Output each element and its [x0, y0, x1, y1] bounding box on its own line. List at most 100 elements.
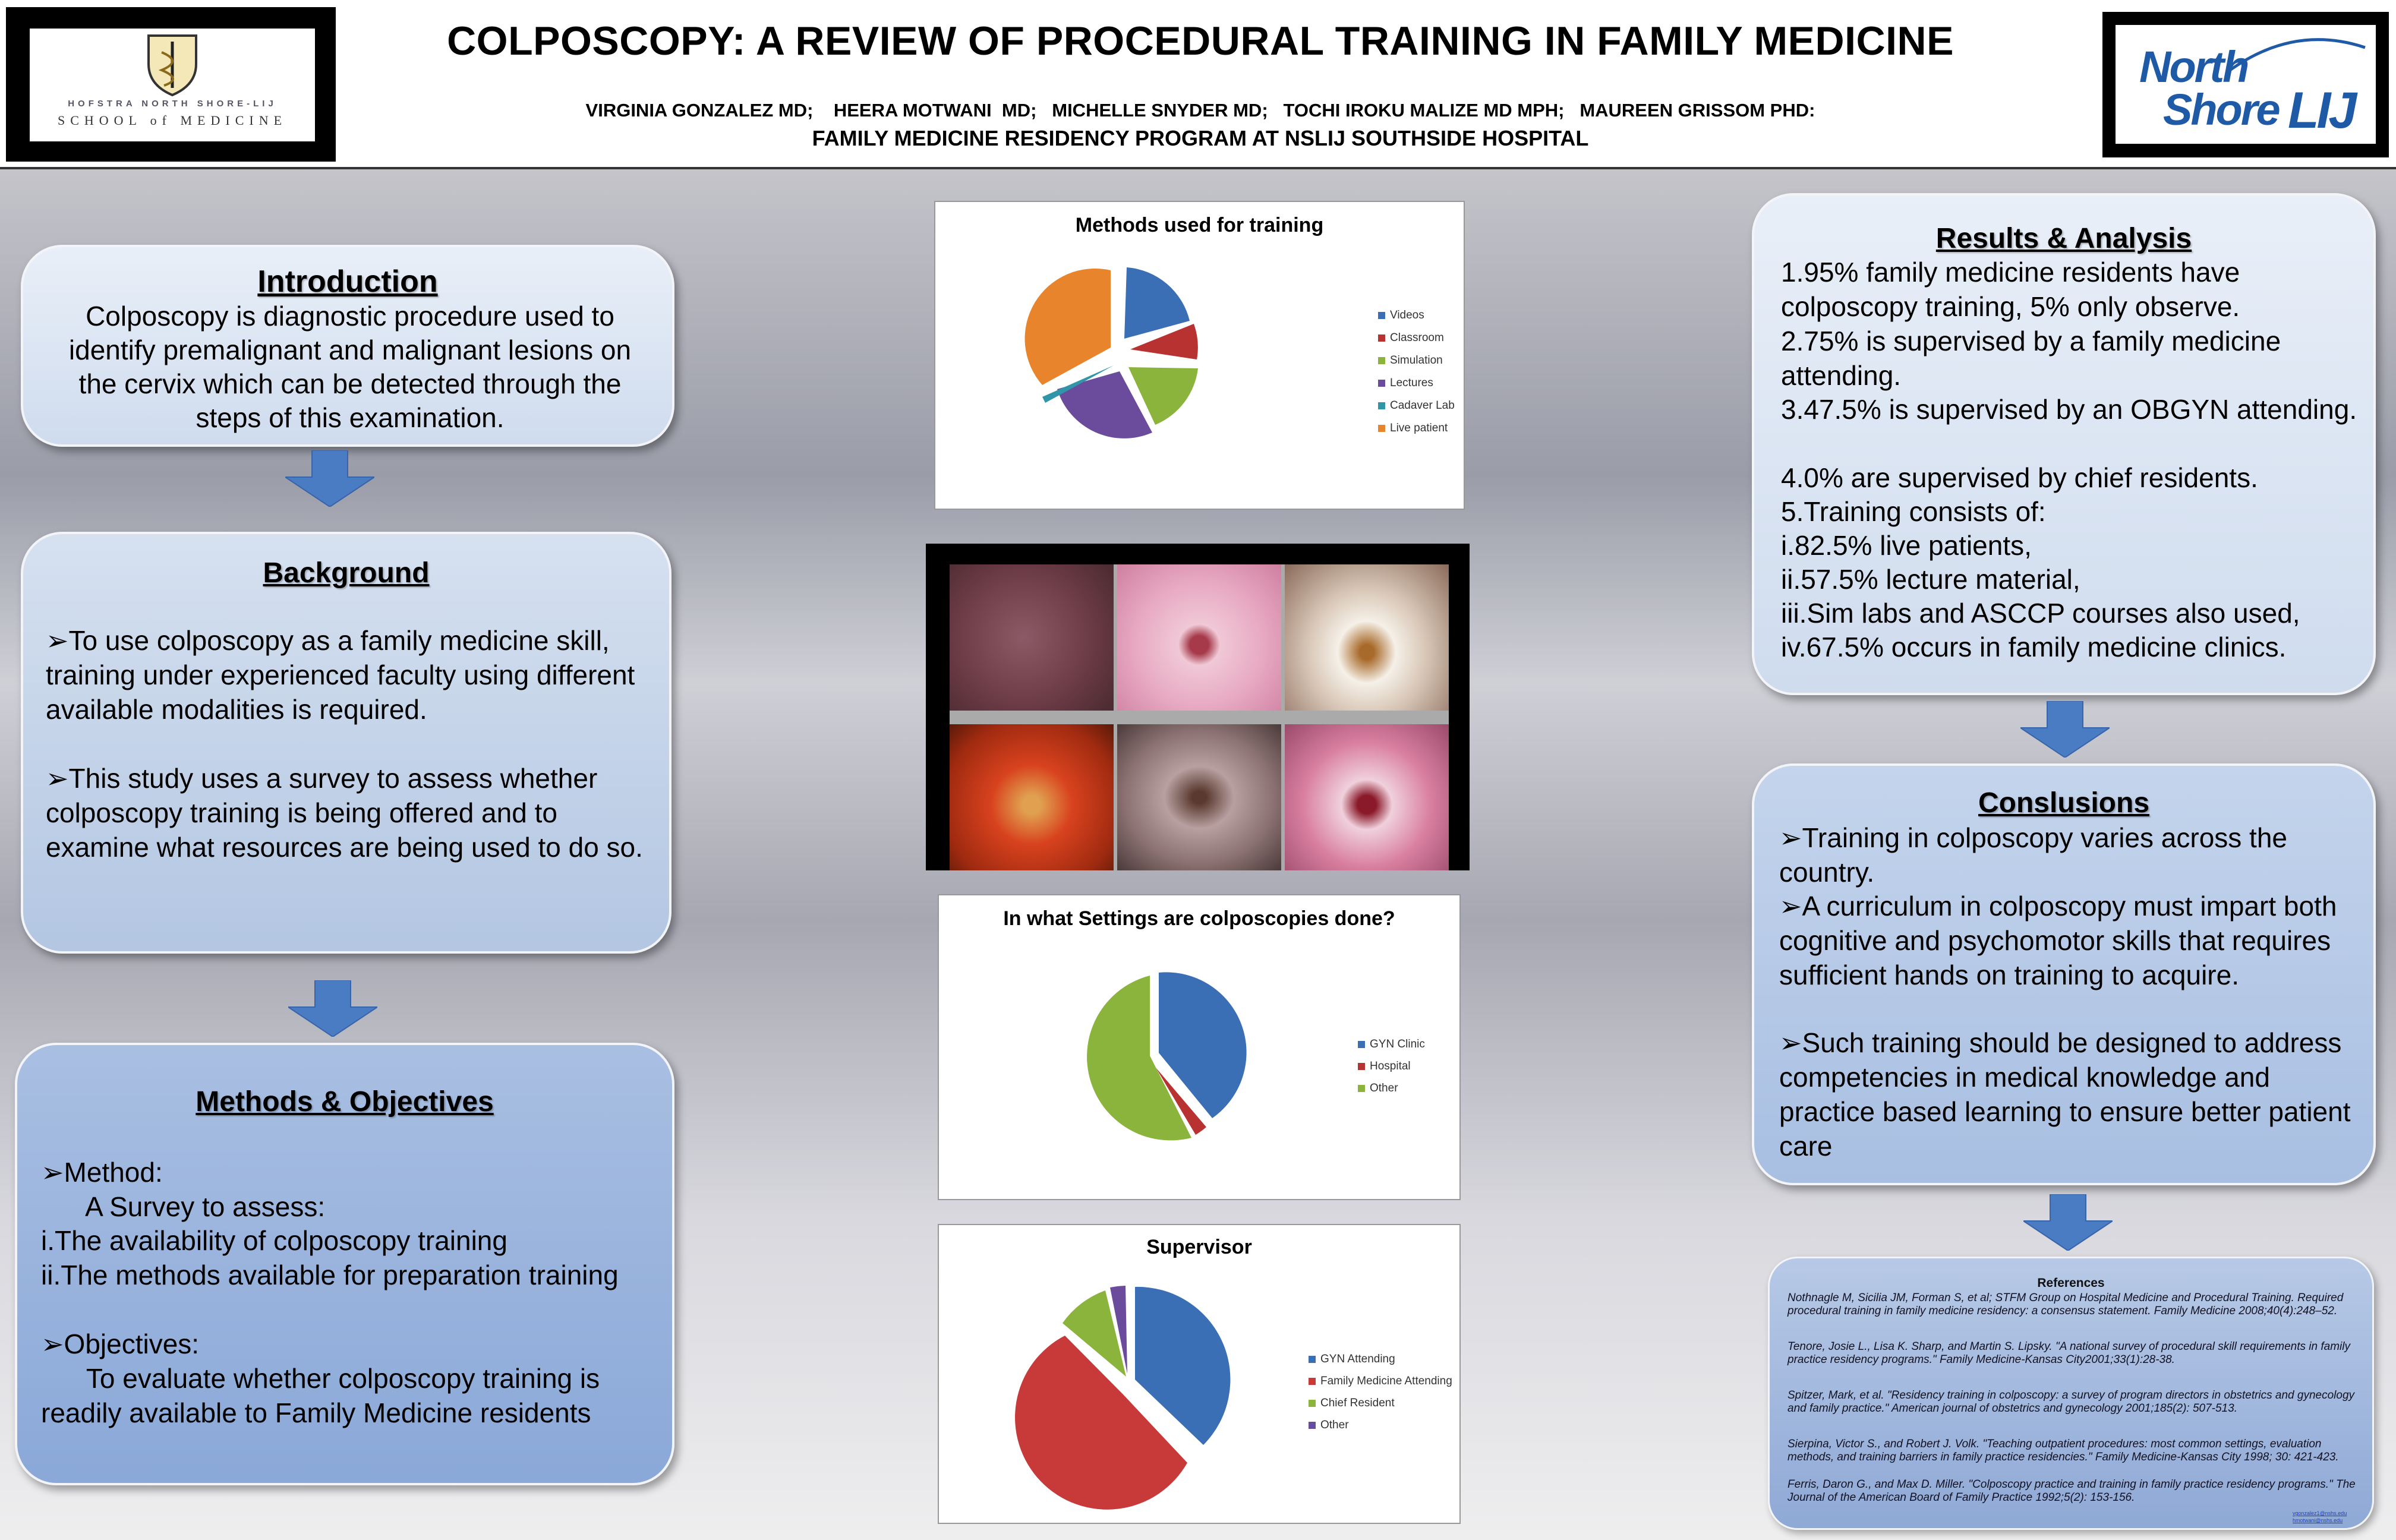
- results-line: 2.75% is supervised by a family medicine…: [1781, 326, 2281, 391]
- methods-objectives-panel: Methods & Objectives ➢Method: A Survey t…: [15, 1043, 674, 1485]
- colposcopy-photo-4: [950, 724, 1114, 870]
- methods-line: i.The availability of colposcopy trainin…: [41, 1225, 507, 1256]
- results-panel: Results & Analysis 1.95% family medicine…: [1752, 193, 2376, 695]
- legend-item-family-medicine-attending: Family Medicine Attending: [1309, 1375, 1452, 1388]
- colposcopy-image-panel: [926, 544, 1470, 870]
- pie-slice-videos: [1124, 267, 1190, 339]
- methods-line: A Survey to assess:: [41, 1191, 326, 1222]
- reference-item: Nothnagle M, Sicilia JM, Forman S, et al…: [1787, 1292, 2344, 1317]
- colposcopy-photo-6: [1285, 724, 1449, 870]
- conclusions-title: Conslusions: [1978, 787, 2150, 819]
- legend-item-classroom: Classroom: [1378, 332, 1444, 345]
- pie-slice-other: [1087, 976, 1191, 1141]
- pie-slice-cadaver-lab: [1042, 365, 1114, 403]
- down-arrow-icon: [288, 980, 377, 1037]
- pie-slice-live-patient: [1024, 268, 1111, 385]
- methods-line: ii.The methods available for preparation…: [41, 1260, 619, 1290]
- pie-slice-other: [1110, 1286, 1127, 1374]
- conclusions-line: ➢A curriculum in colposcopy must impart …: [1779, 891, 2337, 990]
- northshore-word-shore: Shore: [2163, 85, 2281, 134]
- contact-email-link[interactable]: vgonzalez1@nshs.edu: [2293, 1510, 2347, 1516]
- reference-item: Sierpina, Victor S., and Robert J. Volk.…: [1787, 1438, 2339, 1463]
- introduction-text: Colposcopy is diagnostic procedure used …: [68, 301, 632, 433]
- settings-pie-chart: In what Settings are colposcopies done? …: [938, 894, 1461, 1200]
- legend-item-cadaver-lab: Cadaver Lab: [1378, 399, 1455, 412]
- results-line: 5.Training consists of:: [1781, 496, 2046, 527]
- hofstra-shield-icon: [147, 34, 197, 97]
- background-paragraph-2: ➢This study uses a survey to assess whet…: [46, 763, 643, 863]
- colposcopy-photo-1: [950, 564, 1114, 711]
- background-panel: Background ➢To use colposcopy as a famil…: [21, 532, 671, 954]
- methods-line: ➢Method:: [41, 1157, 163, 1188]
- hofstra-top-text: HOFSTRA NORTH SHORE-LIJ: [68, 99, 277, 109]
- references-panel: References Nothnagle M, Sicilia JM, Form…: [1768, 1257, 2374, 1530]
- legend-item-gyn-clinic: GYN Clinic: [1358, 1038, 1425, 1051]
- results-line: ii.57.5% lecture material,: [1781, 564, 2080, 595]
- results-line: iii.Sim labs and ASCCP courses also used…: [1781, 598, 2300, 629]
- results-line: iv.67.5% occurs in family medicine clini…: [1781, 632, 2287, 662]
- settings-pie-svg: [1087, 972, 1247, 1141]
- reference-item: Ferris, Daron G., and Max D. Miller. "Co…: [1787, 1478, 2356, 1504]
- supervisor-chart-title: Supervisor: [1146, 1236, 1252, 1258]
- down-arrow-icon: [285, 450, 374, 507]
- introduction-title: Introduction: [257, 264, 438, 299]
- contact-email-link[interactable]: hmotwani@nshs.edu: [2293, 1517, 2343, 1523]
- conclusions-line: ➢Such training should be designed to add…: [1779, 1027, 2351, 1162]
- settings-chart-title: In what Settings are colposcopies done?: [1003, 907, 1395, 930]
- methods-title: Methods & Objectives: [196, 1086, 494, 1118]
- methods-chart-title: Methods used for training: [1075, 214, 1324, 236]
- methods-line: To evaluate whether colposcopy training …: [41, 1363, 600, 1394]
- right-logo-frame: North Shore LIJ: [2102, 12, 2389, 157]
- hofstra-logo: HOFSTRA NORTH SHORE-LIJ SCHOOL of MEDICI…: [30, 29, 315, 141]
- legend-item-other: Other: [1358, 1082, 1398, 1095]
- pie-slice-classroom: [1130, 324, 1198, 359]
- northshore-word-north: North: [2139, 42, 2249, 91]
- results-line: i.82.5% live patients,: [1781, 530, 2032, 561]
- colposcopy-photo-5: [1117, 724, 1281, 870]
- background-paragraph-1: ➢To use colposcopy as a family medicine …: [46, 625, 635, 725]
- pie-slice-lectures: [1057, 371, 1152, 438]
- affiliation: FAMILY MEDICINE RESIDENCY PROGRAM AT NSL…: [812, 126, 1589, 150]
- pie-slice-hospital: [1156, 1068, 1206, 1135]
- legend-item-chief-resident: Chief Resident: [1309, 1397, 1395, 1410]
- conclusions-line: ➢Training in colposcopy varies across th…: [1779, 822, 2287, 888]
- methods-line: readily available to Family Medicine res…: [41, 1397, 591, 1428]
- pie-slice-gyn-clinic: [1159, 972, 1247, 1118]
- results-title: Results & Analysis: [1935, 223, 2192, 254]
- background-title: Background: [263, 557, 430, 589]
- results-line: 4.0% are supervised by chief residents.: [1781, 462, 2258, 493]
- legend-item-hospital: Hospital: [1358, 1060, 1411, 1073]
- colposcopy-photo-3: [1285, 564, 1449, 711]
- hofstra-bottom-text: SCHOOL of MEDICINE: [57, 113, 288, 128]
- methods-line: ➢Objectives:: [41, 1328, 200, 1359]
- legend-item-gyn-attending: GYN Attending: [1309, 1353, 1395, 1366]
- pie-slice-simulation: [1128, 367, 1198, 425]
- pie-slice-family-medicine-attending: [1015, 1336, 1187, 1510]
- conclusions-panel: Conslusions ➢Training in colposcopy vari…: [1752, 763, 2376, 1185]
- down-arrow-icon: [2020, 701, 2110, 758]
- legend-item-other: Other: [1309, 1419, 1349, 1432]
- reference-item: Spitzer, Mark, et al. "Residency trainin…: [1787, 1389, 2355, 1415]
- northshore-logo: North Shore LIJ: [2116, 25, 2376, 144]
- introduction-panel: Introduction Colposcopy is diagnostic pr…: [21, 245, 674, 447]
- results-line: 1.95% family medicine residents have col…: [1781, 257, 2240, 322]
- left-logo-frame: HOFSTRA NORTH SHORE-LIJ SCHOOL of MEDICI…: [6, 7, 336, 162]
- results-line: 3.47.5% is supervised by an OBGYN attend…: [1781, 394, 2357, 425]
- poster-header: HOFSTRA NORTH SHORE-LIJ SCHOOL of MEDICI…: [0, 0, 2396, 169]
- pie-slice-chief-resident: [1063, 1290, 1126, 1377]
- poster-title: COLPOSCOPY: A REVIEW OF PROCEDURAL TRAIN…: [447, 18, 1954, 64]
- legend-item-live-patient: Live patient: [1378, 422, 1448, 435]
- down-arrow-icon: [2023, 1194, 2113, 1251]
- supervisor-pie-svg: [1015, 1286, 1231, 1510]
- author-list: VIRGINIA GONZALEZ MD; HEERA MOTWANI MD; …: [585, 100, 1815, 121]
- methods-pie-svg: [1024, 267, 1198, 438]
- supervisor-pie-chart: Supervisor GYN Attending Family Medicine…: [938, 1224, 1461, 1524]
- northshore-word-lij: LIJ: [2288, 82, 2357, 139]
- colposcopy-photo-2: [1117, 564, 1281, 711]
- pie-slice-gyn-attending: [1135, 1286, 1231, 1445]
- northshore-swoosh-icon: [2227, 38, 2366, 73]
- reference-item: Tenore, Josie L., Lisa K. Sharp, and Mar…: [1787, 1340, 2350, 1366]
- legend-item-simulation: Simulation: [1378, 354, 1443, 367]
- legend-item-lectures: Lectures: [1378, 377, 1433, 390]
- references-title: References: [2037, 1276, 2105, 1290]
